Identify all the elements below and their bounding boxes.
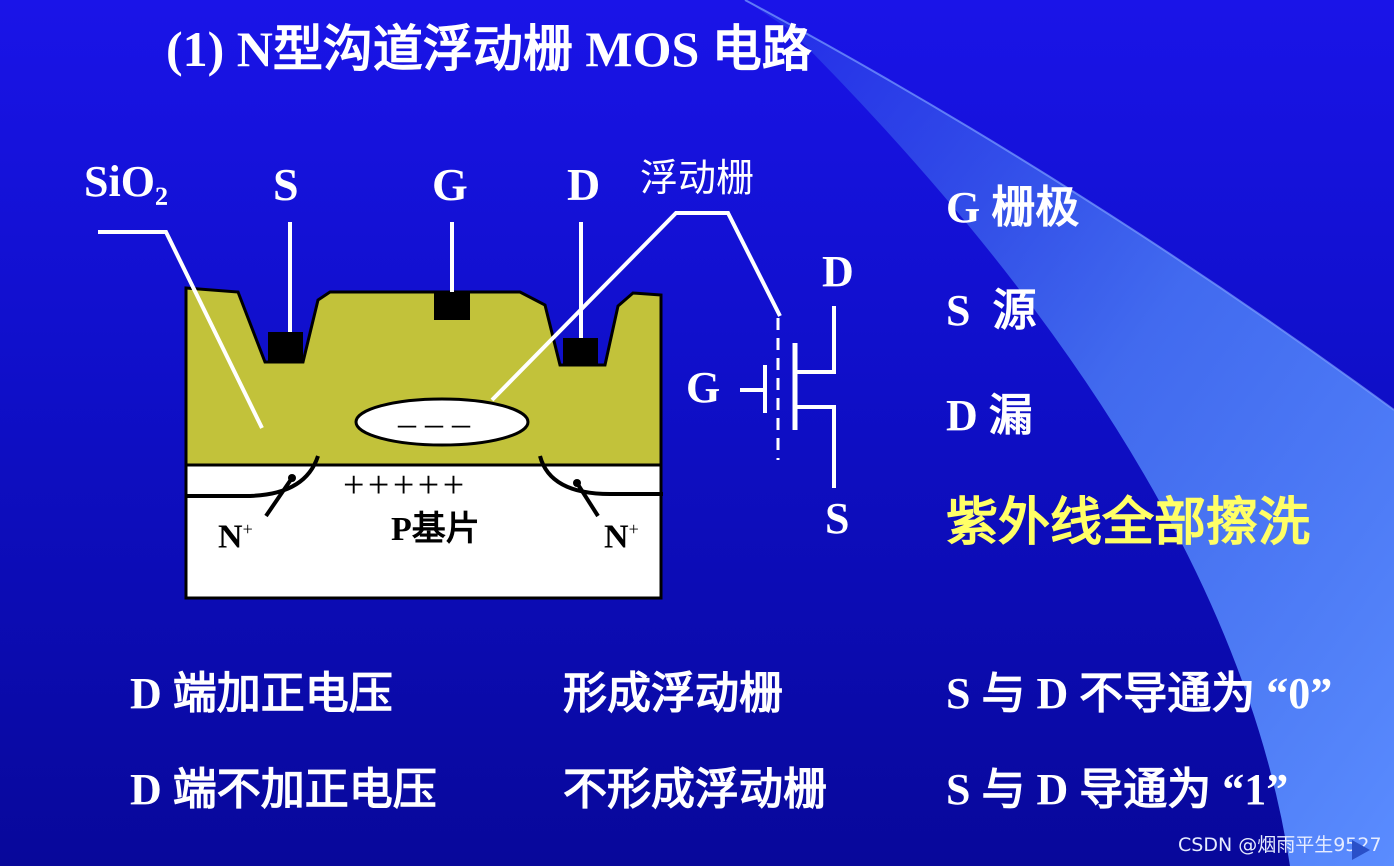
gate-electrode	[434, 292, 470, 320]
sio2-oxide	[184, 286, 663, 467]
source-electrode	[268, 332, 303, 362]
n-left-superscript: +	[242, 519, 253, 539]
page-title: (1) N型沟道浮动栅 MOS 电路	[166, 21, 812, 77]
n-plus-left-region	[186, 455, 320, 498]
row1-state: S 与 D 不导通为 “0”	[946, 669, 1333, 718]
row2-result: 不形成浮动栅	[563, 765, 827, 814]
substrate-label: P基片	[391, 511, 480, 548]
drain-electrode	[563, 338, 598, 366]
row2-condition: D 端不加正电压	[130, 765, 437, 814]
n-plus-right-region	[538, 455, 663, 496]
row2-state: S 与 D 导通为 “1”	[946, 765, 1289, 814]
watermark: CSDN @烟雨平生9527	[1178, 834, 1382, 856]
sio2-label: SiO₂	[84, 157, 169, 206]
gate-label: G	[432, 159, 468, 210]
n-plus-left-label: N+	[218, 520, 253, 554]
source-label: S	[273, 159, 299, 210]
legend-gate: G 栅极	[946, 183, 1080, 232]
row1-condition: D 端加正电压	[130, 669, 393, 718]
symbol-source-label: S	[825, 494, 850, 543]
n-right-superscript: +	[628, 519, 639, 539]
floating-gate-label: 浮动栅	[640, 158, 755, 200]
n-plus-right-label: N+	[604, 520, 639, 554]
drain-label: D	[567, 159, 601, 210]
positive-charges: + + + + +	[343, 464, 464, 506]
n-left-text: N	[218, 518, 243, 556]
legend-drain: D 漏	[946, 391, 1033, 440]
n-right-text: N	[604, 518, 629, 556]
floating-gate	[354, 397, 530, 447]
legend-source: S 源	[946, 286, 1037, 335]
negative-charges: – – –	[398, 403, 470, 443]
row1-result: 形成浮动栅	[563, 669, 783, 718]
symbol-drain-label: D	[822, 247, 854, 296]
uv-erase-note: 紫外线全部擦洗	[946, 495, 1311, 552]
symbol-gate-label: G	[686, 363, 721, 412]
nav-arrow-icon[interactable]	[1352, 840, 1370, 860]
